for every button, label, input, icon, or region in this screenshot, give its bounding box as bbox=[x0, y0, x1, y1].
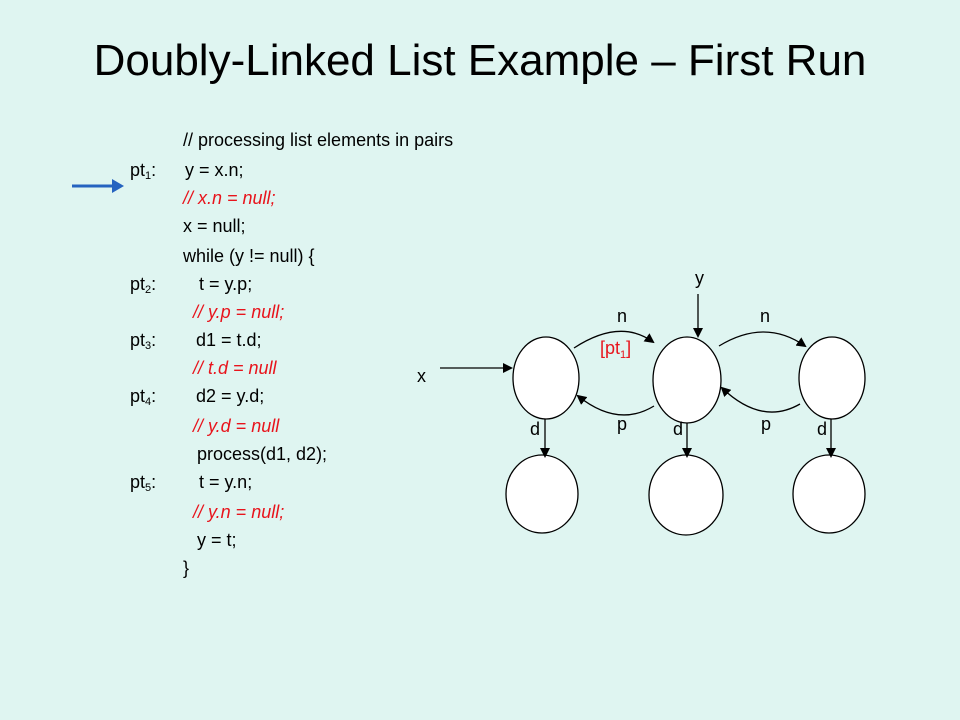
n-edge-1-2 bbox=[573, 330, 655, 349]
code-closing-brace: } bbox=[183, 558, 190, 578]
data-node-2 bbox=[648, 454, 724, 536]
list-node-1 bbox=[512, 336, 580, 420]
d-label-1: d bbox=[530, 419, 540, 439]
current-line-arrow-icon bbox=[70, 176, 126, 201]
code-comment-line: // y.d = null bbox=[193, 416, 280, 436]
code-comment-line: // t.d = null bbox=[193, 358, 277, 378]
code-line: t = y.n; bbox=[199, 472, 253, 492]
p-edge-3-2 bbox=[720, 386, 801, 413]
code-comment-header: // processing list elements in pairs bbox=[183, 130, 454, 150]
code-line: t = y.p; bbox=[199, 274, 253, 294]
var-y-label: y bbox=[695, 268, 704, 288]
pt3-label: pt3: bbox=[130, 330, 157, 352]
code-line: process(d1, d2); bbox=[197, 444, 328, 464]
code-line: while (y != null) { bbox=[183, 246, 315, 266]
code-line: d1 = t.d; bbox=[196, 330, 262, 350]
code-line: x = null; bbox=[183, 216, 246, 236]
pt1-label: pt1: bbox=[130, 160, 157, 182]
code-line: y = t; bbox=[197, 530, 237, 550]
var-x-label: x bbox=[417, 366, 426, 386]
slide-title: Doubly-Linked List Example – First Run bbox=[93, 36, 867, 85]
pt5-label: pt5: bbox=[130, 472, 157, 494]
pt2-label: pt2: bbox=[130, 274, 157, 296]
n-label-1: n bbox=[617, 306, 627, 326]
p-edge-2-1 bbox=[576, 394, 655, 416]
data-node-1 bbox=[505, 454, 579, 534]
data-node-3 bbox=[792, 454, 866, 534]
code-line: y = x.n; bbox=[185, 160, 244, 180]
pt1-annotation: [pt1] bbox=[600, 338, 631, 361]
code-comment-line: // y.n = null; bbox=[193, 502, 285, 522]
d-label-2: d bbox=[673, 419, 683, 439]
code-comment-line: // y.p = null; bbox=[193, 302, 285, 322]
pt4-label: pt4: bbox=[130, 386, 157, 408]
p-label-1: p bbox=[617, 414, 627, 434]
n-label-2: n bbox=[760, 306, 770, 326]
list-node-2 bbox=[652, 336, 722, 424]
p-label-2: p bbox=[761, 414, 771, 434]
list-node-3 bbox=[798, 336, 866, 420]
d-label-3: d bbox=[817, 419, 827, 439]
code-comment-line: // x.n = null; bbox=[183, 188, 276, 208]
code-line: d2 = y.d; bbox=[196, 386, 265, 406]
n-edge-2-3 bbox=[718, 331, 807, 348]
